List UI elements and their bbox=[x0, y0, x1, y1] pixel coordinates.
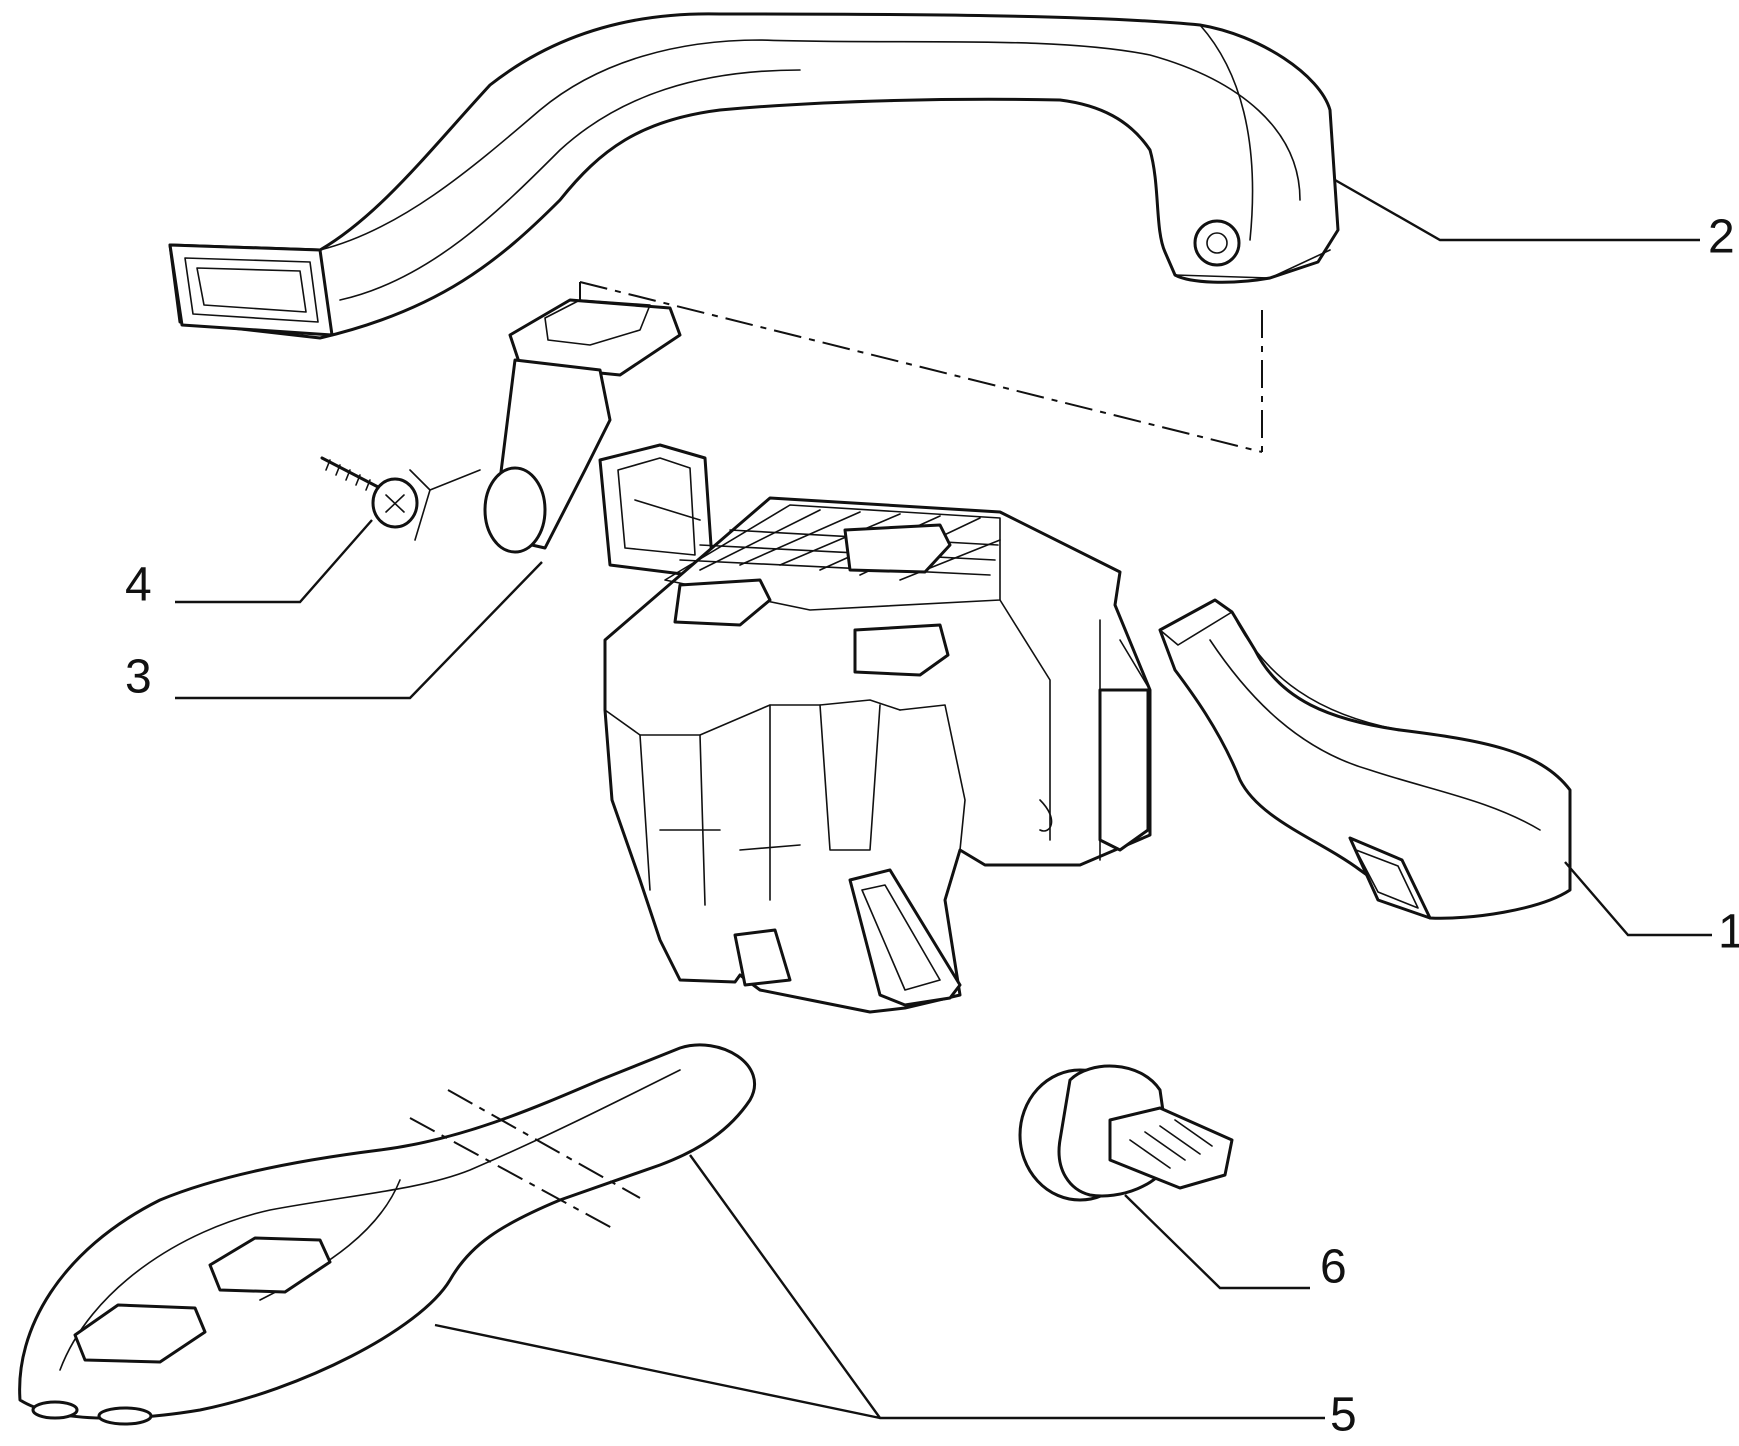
callout-6: 6 bbox=[1320, 1241, 1347, 1294]
duct-adapter-connector-icon bbox=[483, 298, 714, 577]
callout-1: 1 bbox=[1718, 906, 1739, 959]
upper-air-duct-icon bbox=[168, 12, 1340, 340]
side-air-duct-right-icon bbox=[1158, 598, 1572, 920]
callout-5: 5 bbox=[1330, 1389, 1357, 1442]
heater-unit-assembly-icon bbox=[603, 496, 1152, 1014]
floor-air-duct-icon bbox=[18, 1043, 757, 1426]
callout-4: 4 bbox=[125, 559, 152, 612]
screw-icon bbox=[320, 456, 481, 541]
air-vent-nozzle-icon bbox=[1018, 1064, 1234, 1202]
callout-3: 3 bbox=[125, 651, 152, 704]
callout-2: 2 bbox=[1708, 211, 1735, 264]
